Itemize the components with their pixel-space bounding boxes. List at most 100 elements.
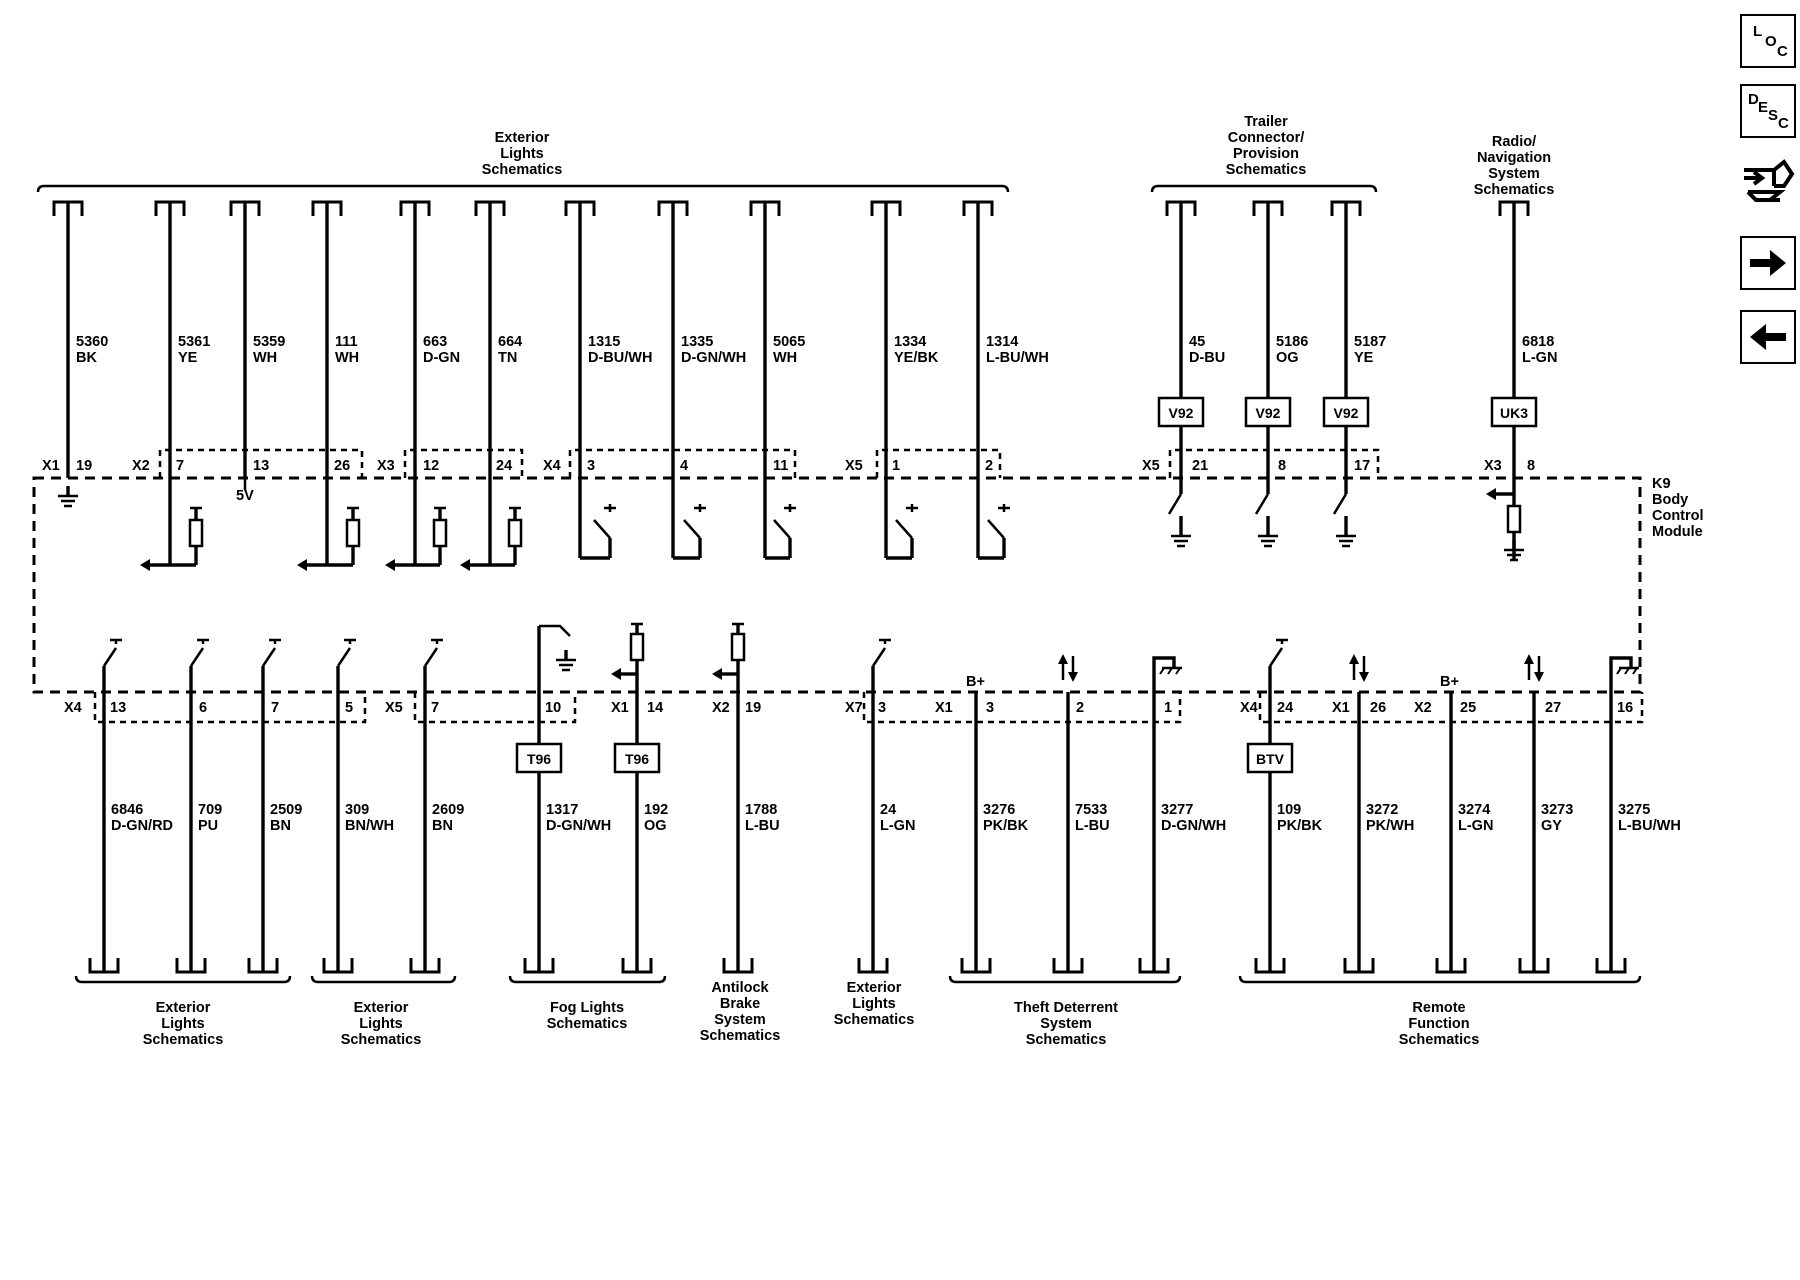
option-label: V92	[1169, 405, 1194, 421]
circuit-number: 5187	[1354, 334, 1386, 350]
svg-text:D: D	[1748, 91, 1759, 108]
module-label: Control	[1652, 508, 1704, 524]
pin-number: 8	[1278, 458, 1286, 474]
pin-number: 14	[647, 700, 663, 716]
group-label: Exterior	[156, 1000, 211, 1016]
connector-label: X5	[845, 458, 863, 474]
connector-shell	[158, 448, 364, 478]
wire-color: BN	[270, 818, 291, 834]
pin-number: 16	[1617, 700, 1633, 716]
option-box	[1244, 396, 1292, 428]
wire-color: D-GN/WH	[546, 818, 611, 834]
arrow-head	[297, 559, 307, 571]
circuit-number: 45	[1189, 334, 1205, 350]
wire-color: BK	[76, 350, 97, 366]
circuit-number: 2609	[432, 802, 464, 818]
resistor	[188, 518, 204, 548]
wire-color: YE	[1354, 350, 1374, 366]
option-label: V92	[1256, 405, 1281, 421]
wire	[1175, 667, 1181, 675]
resistor	[1506, 504, 1522, 534]
arrow-head	[1486, 488, 1496, 500]
harness-bracket	[1238, 975, 1642, 984]
wire	[1616, 667, 1622, 675]
svg-text:L: L	[1753, 23, 1762, 40]
connector-label: X4	[543, 458, 561, 474]
resistor	[345, 518, 361, 548]
pin-number: 24	[1277, 700, 1293, 716]
harness-bracket	[310, 975, 457, 984]
harness-bracket	[508, 975, 667, 984]
group-label: System	[714, 1012, 766, 1028]
wire-color: BN/WH	[345, 818, 394, 834]
connector-icon	[1744, 159, 1795, 202]
svg-text:C: C	[1778, 115, 1789, 132]
connector-view-button[interactable]	[1740, 154, 1796, 208]
group-label: Connector/	[1228, 130, 1305, 146]
arrow-head	[140, 559, 150, 571]
group-label: Schematics	[547, 1016, 628, 1032]
connector-cap	[409, 958, 441, 974]
connector-label: X1	[1332, 700, 1350, 716]
loc-icon: L O C	[1753, 23, 1788, 60]
connector-label: X2	[1414, 700, 1432, 716]
module-label: Module	[1652, 524, 1703, 540]
b-plus-label: B+	[966, 674, 985, 690]
circuit-number: 5359	[253, 334, 285, 350]
connector-cap	[1343, 958, 1375, 974]
harness-bracket	[1150, 184, 1378, 193]
connector-cap	[722, 958, 754, 974]
connector-cap	[523, 958, 555, 974]
circuit-number: 1335	[681, 334, 713, 350]
circuit-number: 2509	[270, 802, 302, 818]
back-button[interactable]	[1740, 310, 1796, 364]
switch-arm	[539, 624, 571, 637]
wire-color: D-BU/WH	[588, 350, 652, 366]
group-label: Exterior	[847, 980, 902, 996]
group-label: System	[1040, 1016, 1092, 1032]
pin-number: 1	[892, 458, 900, 474]
switch-arm	[261, 647, 277, 667]
circuit-number: 5186	[1276, 334, 1308, 350]
circuit-number: 3277	[1161, 802, 1193, 818]
wire-color: TN	[498, 350, 517, 366]
harness-bracket	[74, 975, 292, 984]
pin-number: 1	[1164, 700, 1172, 716]
group-label: Schematics	[1399, 1032, 1480, 1048]
b-plus-label: B+	[1440, 674, 1459, 690]
pin-number: 2	[1076, 700, 1084, 716]
arrow-head	[385, 559, 395, 571]
desc-button[interactable]: D E S C	[1740, 84, 1796, 138]
loc-button[interactable]: L O C	[1740, 14, 1796, 68]
option-label: T96	[625, 751, 649, 767]
resistor	[432, 518, 448, 548]
circuit-number: 1317	[546, 802, 578, 818]
group-label: Theft Deterrent	[1014, 1000, 1118, 1016]
group-label: Schematics	[834, 1012, 915, 1028]
connector-label: X4	[1240, 700, 1258, 716]
switch-arm	[773, 519, 791, 539]
pin-number: 21	[1192, 458, 1208, 474]
group-label: Lights	[161, 1016, 205, 1032]
circuit-number: 5361	[178, 334, 210, 350]
next-button[interactable]	[1740, 236, 1796, 290]
module-label: K9	[1652, 476, 1671, 492]
wire-color: WH	[773, 350, 797, 366]
circuit-number: 664	[498, 334, 522, 350]
connector-shell	[862, 692, 1182, 724]
connector-label: X3	[1484, 458, 1502, 474]
wire-color: PK/WH	[1366, 818, 1414, 834]
circuit-number: 5360	[76, 334, 108, 350]
arrow-head	[611, 668, 621, 680]
pin-number: 3	[878, 700, 886, 716]
circuit-number: 709	[198, 802, 222, 818]
switch-arm	[336, 647, 352, 667]
pin-number: 26	[334, 458, 350, 474]
circuit-number: 3275	[1618, 802, 1650, 818]
wire-color: L-GN	[880, 818, 915, 834]
circuit-number: 3276	[983, 802, 1015, 818]
pin-number: 7	[431, 700, 439, 716]
option-box	[515, 742, 563, 774]
connector-cap	[322, 958, 354, 974]
connector-label: X4	[64, 700, 82, 716]
